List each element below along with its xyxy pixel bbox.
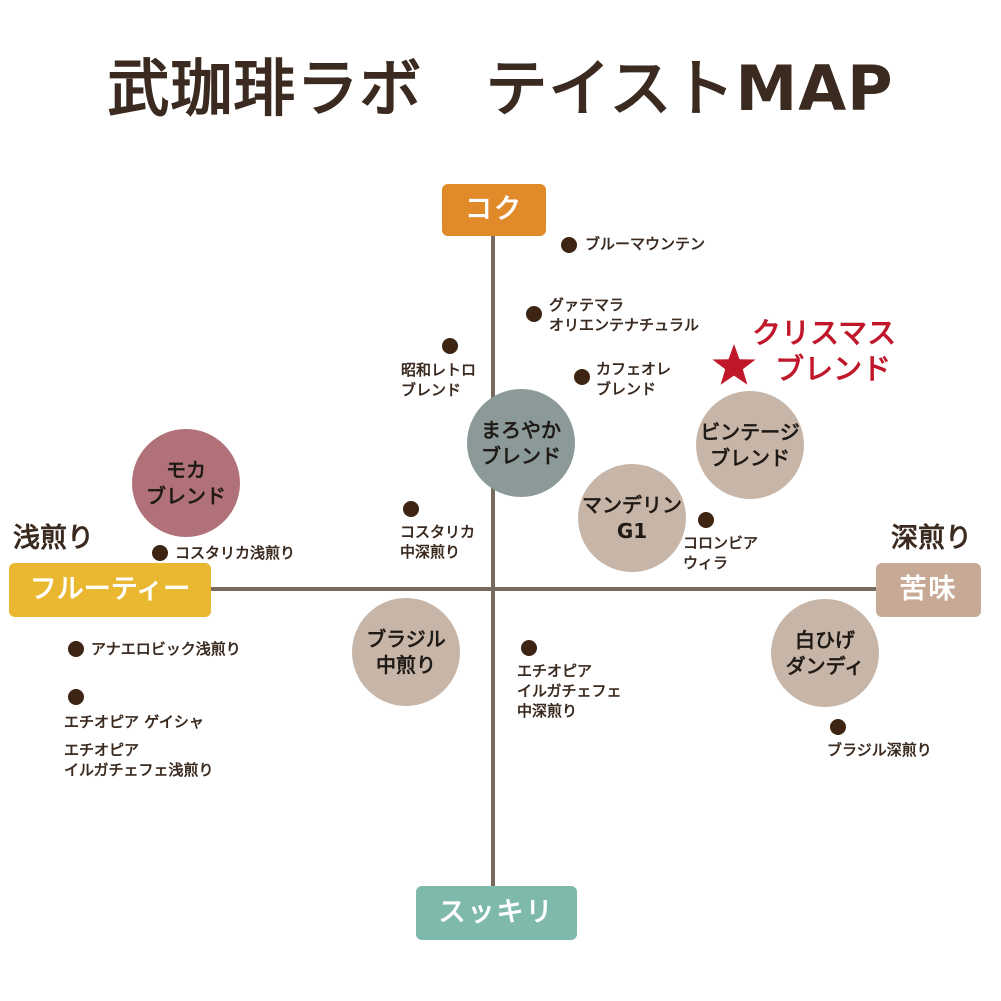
point-ethiopia-geisha: エチオピア ゲイシャ: [64, 712, 204, 732]
point-label: ブルーマウンテン: [585, 235, 706, 253]
point-label: ブレンド: [401, 381, 462, 399]
point-label: 昭和レトロ: [401, 361, 477, 379]
point-dot: [68, 641, 84, 657]
point-dot: [698, 512, 714, 528]
point-label: イルガチェフェ浅煎り: [64, 761, 214, 779]
point-dot: [526, 306, 542, 322]
bubble-label: ビンテージ: [700, 420, 800, 444]
point-costarica-light: コスタリカ浅煎り: [175, 543, 295, 563]
point-label: コスタリカ: [400, 523, 476, 541]
bubble-label: モカ: [166, 458, 206, 482]
point-label: カフェオレ: [596, 360, 672, 378]
featured-label: クリスマス: [752, 316, 897, 350]
point-label: ブラジル深煎り: [827, 741, 932, 759]
point-colombia-huila: コロンビア ウィラ: [683, 533, 758, 573]
page-title: 武珈琲ラボ テイストMAP: [107, 52, 894, 125]
point-dot: [403, 501, 419, 517]
point-dot: [152, 545, 168, 561]
point-blue-mountain: ブルーマウンテン: [585, 234, 705, 254]
bubble-label: G1: [616, 519, 648, 543]
light-roast-label: 浅煎り: [13, 523, 94, 554]
point-label: ブレンド: [596, 380, 657, 398]
vertical-axis-line: [491, 232, 495, 892]
axis-label-sukkiri: スッキリ: [416, 886, 577, 940]
point-label: 中深煎り: [400, 543, 461, 561]
point-dot: [68, 689, 84, 705]
point-label: エチオピア ゲイシャ: [64, 713, 204, 731]
bubble-brazil-medium: ブラジル中煎り: [352, 598, 460, 706]
point-label: イルガチェフェ: [517, 682, 622, 700]
bubble-label: マンデリン: [582, 493, 682, 517]
point-label: コロンビア: [683, 534, 759, 552]
horizontal-axis-line: [205, 587, 881, 591]
point-label: グァテマラ: [549, 296, 625, 314]
featured-christmas-blend: クリスマス ブレンド: [752, 315, 896, 387]
bubble-label: ブレンド: [709, 446, 790, 470]
point-dot: [442, 338, 458, 354]
point-label: コスタリカ浅煎り: [175, 544, 296, 562]
bubble-vintage-blend: ビンテージブレンド: [696, 391, 804, 499]
axis-label-bitterness: 苦味: [876, 563, 981, 617]
point-anaerobic: アナエロビック浅煎り: [91, 639, 241, 659]
point-label: アナエロビック浅煎り: [91, 640, 241, 658]
bubble-label: ダンディ: [785, 654, 865, 678]
bubble-label: ブレンド: [481, 444, 561, 468]
point-showa-retro: 昭和レトロ ブレンド: [401, 360, 476, 400]
point-cafe-au-lait: カフェオレ ブレンド: [596, 359, 671, 399]
bubble-label: ブラジル: [366, 627, 446, 651]
axis-label-fruity: フルーティー: [9, 563, 211, 617]
point-dot: [830, 719, 846, 735]
point-guatemala: グァテマラ オリエンテナチュラル: [549, 295, 699, 335]
point-label: エチオピア: [517, 662, 593, 680]
point-yirgacheffe-medium: エチオピア イルガチェフェ 中深煎り: [517, 661, 622, 721]
featured-label: ブレンド: [775, 352, 892, 386]
bubble-shirohige-dandy: 白ひげダンディ: [771, 599, 879, 707]
bubble-moka-blend: モカブレンド: [132, 429, 240, 537]
bubble-maroyaka-blend: まろやかブレンド: [467, 389, 575, 497]
point-costarica-medium: コスタリカ 中深煎り: [400, 522, 475, 562]
point-label: オリエンテナチュラル: [549, 316, 700, 334]
point-label: 中深煎り: [517, 702, 578, 720]
point-dot: [574, 369, 590, 385]
bubble-label: まろやか: [481, 418, 561, 442]
point-label: ウィラ: [683, 554, 729, 572]
bubble-label: 中煎り: [375, 653, 436, 677]
dark-roast-label: 深煎り: [891, 523, 972, 554]
point-yirgacheffe-light: エチオピア イルガチェフェ浅煎り: [64, 740, 214, 780]
point-dot: [521, 640, 537, 656]
axis-label-koku: コク: [442, 184, 546, 236]
point-dot: [561, 237, 577, 253]
star-icon: [712, 344, 756, 385]
point-brazil-dark: ブラジル深煎り: [827, 740, 932, 760]
point-label: エチオピア: [64, 741, 140, 759]
bubble-label: 白ひげ: [794, 628, 855, 652]
bubble-label: ブレンド: [146, 484, 226, 508]
